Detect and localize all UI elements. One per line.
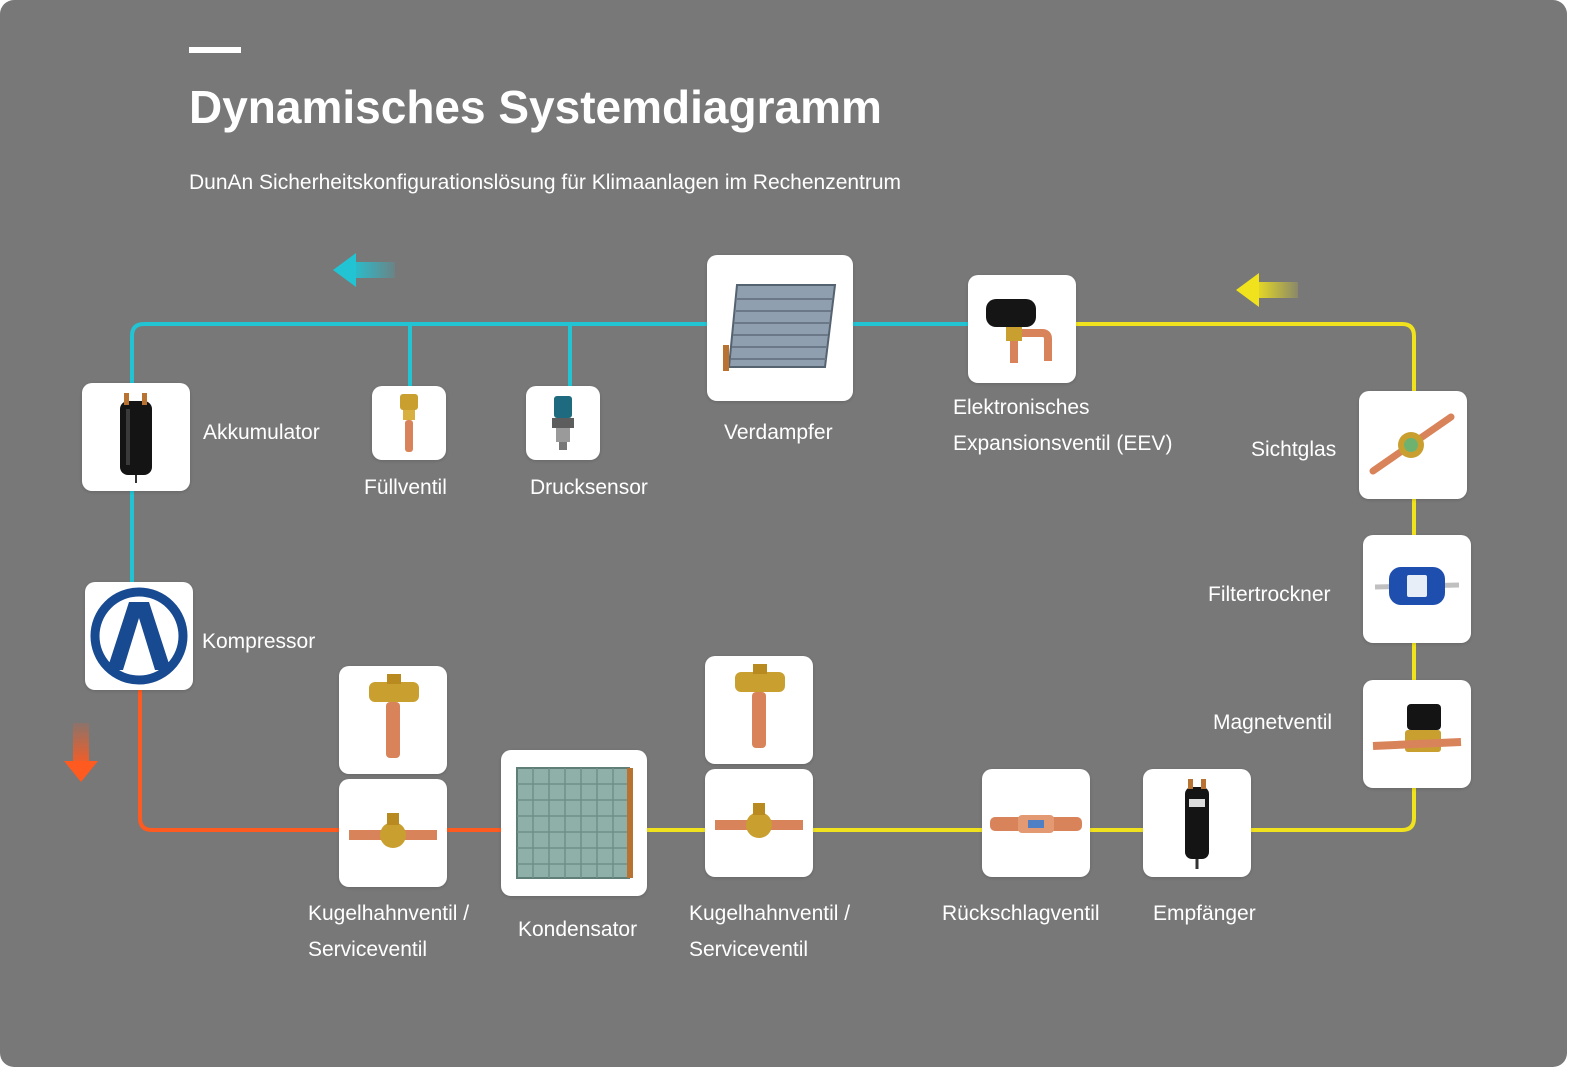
suction-flow-arrow xyxy=(333,253,395,287)
empfaenger-label: Empfänger xyxy=(1153,902,1256,925)
magnetventil-label: Magnetventil xyxy=(1213,711,1333,734)
kugelhahn-left-label-line2: Serviceventil xyxy=(308,938,428,961)
empfaenger-card[interactable] xyxy=(1143,769,1251,877)
kugelhahn-right-label-line1: Kugelhahnventil / xyxy=(689,902,851,925)
filtertrockner-card[interactable] xyxy=(1363,535,1471,643)
pressure-sensor-icon xyxy=(552,396,574,450)
filter-drier-icon xyxy=(1374,567,1460,605)
kugelhahn-left-top-card[interactable] xyxy=(339,666,447,774)
check-valve-icon xyxy=(990,815,1082,833)
kugelhahn-right-bottom-card[interactable] xyxy=(705,769,813,877)
accumulator-icon xyxy=(120,393,152,483)
rueckschlagventil-label: Rückschlagventil xyxy=(942,902,1100,925)
kondensator-label: Kondensator xyxy=(518,918,638,941)
sichtglas-label: Sichtglas xyxy=(1251,438,1337,461)
kompressor-label: Kompressor xyxy=(202,630,316,653)
kugelhahn-right-top-card[interactable] xyxy=(705,656,813,764)
filtertrockner-label: Filtertrockner xyxy=(1208,583,1331,606)
akkumulator-card[interactable] xyxy=(82,383,190,491)
kondensator-card[interactable] xyxy=(501,750,647,896)
magnetventil-card[interactable] xyxy=(1363,680,1471,788)
compressor-logo-icon xyxy=(90,587,188,685)
page-title: Dynamisches Systemdiagramm xyxy=(189,81,882,133)
kugelhahn-left-label: Kugelhahnventil / Serviceventil xyxy=(308,896,469,968)
condenser-icon xyxy=(516,767,633,879)
fuellventil-label: Füllventil xyxy=(364,476,447,499)
liquid-flow-arrow xyxy=(1236,273,1298,307)
suction-line xyxy=(130,322,970,585)
discharge-flow-arrow xyxy=(64,723,98,782)
expansion-valve-icon xyxy=(986,299,1052,363)
service-valve-icon xyxy=(735,664,785,748)
sichtglas-card[interactable] xyxy=(1359,391,1467,499)
page-subtitle: DunAn Sicherheitskonfigurationslösung fü… xyxy=(189,171,902,194)
akkumulator-label: Akkumulator xyxy=(203,421,320,444)
drucksensor-card[interactable] xyxy=(526,386,600,460)
kompressor-card[interactable] xyxy=(85,582,193,690)
ball-valve-icon xyxy=(715,803,803,838)
kugelhahn-left-bottom-card[interactable] xyxy=(339,779,447,887)
eev-label-line2: Expansionsventil (EEV) xyxy=(953,432,1173,455)
discharge-line xyxy=(138,688,505,832)
receiver-icon xyxy=(1185,779,1209,869)
title-accent-bar xyxy=(189,47,241,53)
kugelhahn-left-label-line1: Kugelhahnventil / xyxy=(308,902,470,925)
sight-glass-icon xyxy=(1369,413,1455,475)
eev-label: Elektronisches Expansionsventil (EEV) xyxy=(953,390,1172,462)
verdampfer-card[interactable] xyxy=(707,255,853,401)
kugelhahn-right-label: Kugelhahnventil / Serviceventil xyxy=(689,896,850,968)
eev-card[interactable] xyxy=(968,275,1076,383)
drucksensor-label: Drucksensor xyxy=(530,476,648,499)
rueckschlagventil-card[interactable] xyxy=(982,769,1090,877)
fuellventil-card[interactable] xyxy=(372,386,446,460)
verdampfer-label: Verdampfer xyxy=(724,421,833,444)
charging-valve-icon xyxy=(400,394,418,452)
kugelhahn-right-label-line2: Serviceventil xyxy=(689,938,809,961)
solenoid-valve-icon xyxy=(1372,704,1462,752)
service-valve-icon xyxy=(369,674,419,758)
ball-valve-icon xyxy=(349,813,437,848)
eev-label-line1: Elektronisches xyxy=(953,396,1090,419)
evaporator-icon xyxy=(723,284,837,371)
